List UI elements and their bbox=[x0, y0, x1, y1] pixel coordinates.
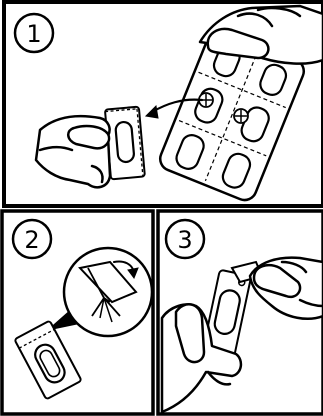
step-3-number: 3 bbox=[177, 226, 192, 254]
panel-3: 3 bbox=[158, 211, 323, 414]
single-blister bbox=[105, 107, 145, 180]
panel-1: 1 bbox=[4, 2, 323, 206]
magnifier-detail bbox=[64, 248, 152, 336]
panel-2: 2 bbox=[2, 211, 153, 414]
step-2-number: 2 bbox=[24, 226, 39, 254]
step-1-number: 1 bbox=[26, 20, 41, 48]
single-blister-pocket bbox=[115, 121, 134, 162]
